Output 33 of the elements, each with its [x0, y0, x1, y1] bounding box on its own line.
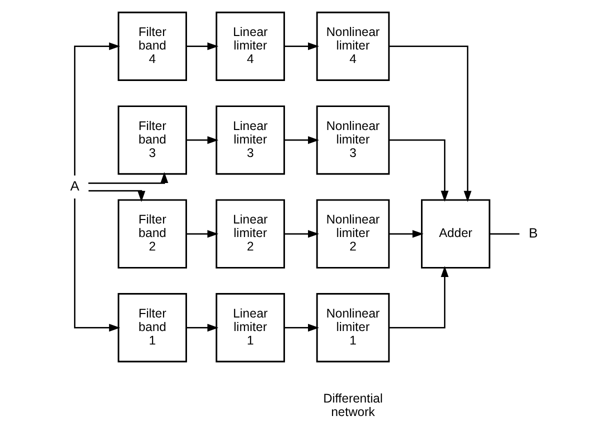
node-box: Adder — [420, 199, 490, 269]
arrow — [284, 136, 319, 144]
arrow — [186, 42, 218, 50]
arrow — [186, 230, 218, 238]
arrow — [74, 198, 120, 332]
node-box: Filter band 3 — [117, 105, 187, 175]
arrow — [284, 324, 319, 332]
node-text: A — [70, 178, 79, 194]
node-text: B — [528, 225, 538, 240]
node-box: Linear limiter 4 — [215, 12, 284, 81]
arrow — [388, 266, 448, 328]
node-box: Nonlinear limiter 3 — [316, 105, 390, 175]
arrow — [74, 42, 120, 176]
node-box: Filter band 2 — [117, 199, 187, 269]
node-box: Linear limiter 1 — [215, 293, 284, 362]
arrow — [284, 42, 319, 50]
node-box: Filter band 1 — [117, 293, 187, 362]
node-box: Linear limiter 3 — [215, 105, 284, 175]
arrow — [388, 46, 471, 202]
arrow — [88, 190, 145, 202]
node-box: Filter band 4 — [117, 12, 187, 81]
arrow — [284, 230, 319, 238]
node-box: Nonlinear limiter 2 — [316, 199, 390, 269]
node-box: Nonlinear limiter 1 — [316, 293, 390, 362]
arrow — [88, 172, 168, 184]
arrow — [388, 139, 448, 202]
label: Differential network — [322, 391, 382, 419]
connector — [489, 233, 519, 235]
node-box: Linear limiter 2 — [215, 199, 284, 269]
arrow — [186, 324, 218, 332]
arrow — [388, 230, 424, 238]
arrow — [186, 136, 218, 144]
node-box: Nonlinear limiter 4 — [316, 12, 390, 81]
